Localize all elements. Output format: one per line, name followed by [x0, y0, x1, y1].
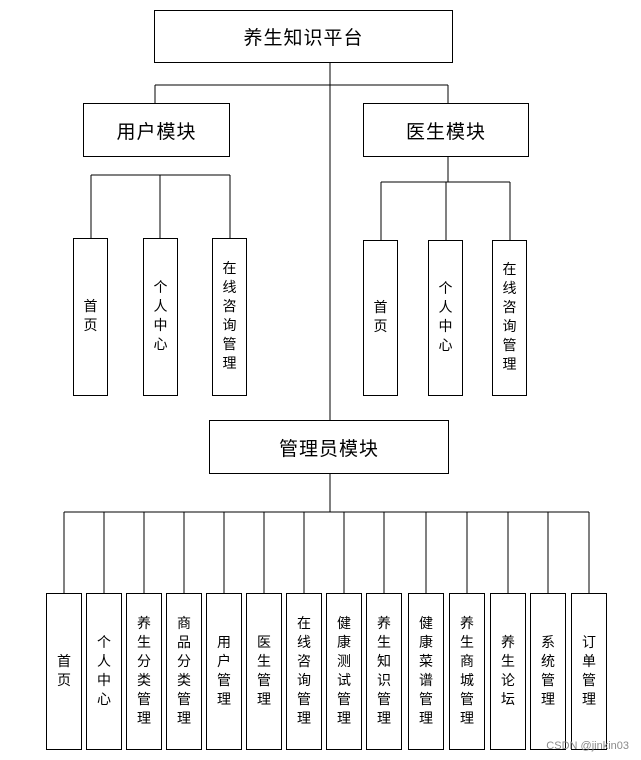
admin-item-node: 养生知识管理: [366, 593, 402, 750]
node-label: 系统管理: [541, 634, 555, 708]
user-item-node: 在线咨询管理: [212, 238, 247, 396]
admin-item-node: 养生分类管理: [126, 593, 162, 750]
node-label: 健康菜谱管理: [419, 615, 433, 727]
user-item-node: 个人中心: [143, 238, 178, 396]
admin-item-node: 首页: [46, 593, 82, 750]
admin-item-node: 养生商城管理: [449, 593, 485, 750]
admin-item-node: 养生论坛: [490, 593, 526, 750]
admin-item-node: 系统管理: [530, 593, 566, 750]
doctor-item-node: 首页: [363, 240, 398, 396]
node-label: 医生管理: [257, 634, 271, 708]
admin-item-node: 订单管理: [571, 593, 607, 750]
node-label: 商品分类管理: [177, 615, 191, 727]
node-label: 首页: [83, 299, 98, 334]
node-label: 养生论坛: [501, 634, 515, 708]
node-label: 个人中心: [97, 634, 111, 708]
node-label: 首页: [57, 653, 71, 689]
admin-module-node: 管理员模块: [209, 420, 449, 474]
node-label: 首页: [373, 300, 388, 335]
admin-item-node: 健康测试管理: [326, 593, 362, 750]
node-label: 养生分类管理: [137, 615, 151, 727]
node-label: 在线咨询管理: [502, 262, 517, 373]
admin-item-node: 医生管理: [246, 593, 282, 750]
doctor-module-node: 医生模块: [363, 103, 529, 157]
doctor-item-node: 在线咨询管理: [492, 240, 527, 396]
doctor-item-node: 个人中心: [428, 240, 463, 396]
node-label: 用户管理: [217, 634, 231, 708]
node-label: 在线咨询管理: [297, 615, 311, 727]
admin-item-node: 个人中心: [86, 593, 122, 750]
node-label: 个人中心: [438, 281, 453, 354]
admin-item-node: 用户管理: [206, 593, 242, 750]
root-node: 养生知识平台: [154, 10, 453, 63]
admin-item-node: 商品分类管理: [166, 593, 202, 750]
node-label: 健康测试管理: [337, 615, 351, 727]
admin-item-node: 在线咨询管理: [286, 593, 322, 750]
user-item-node: 首页: [73, 238, 108, 396]
node-label: 订单管理: [582, 634, 596, 708]
admin-item-node: 健康菜谱管理: [408, 593, 444, 750]
node-label: 个人中心: [153, 280, 168, 353]
node-label: 养生知识管理: [377, 615, 391, 727]
node-label: 养生商城管理: [460, 615, 474, 727]
node-label: 在线咨询管理: [222, 261, 237, 372]
watermark: CSDN @jinkin03: [546, 740, 629, 752]
user-module-node: 用户模块: [83, 103, 230, 157]
